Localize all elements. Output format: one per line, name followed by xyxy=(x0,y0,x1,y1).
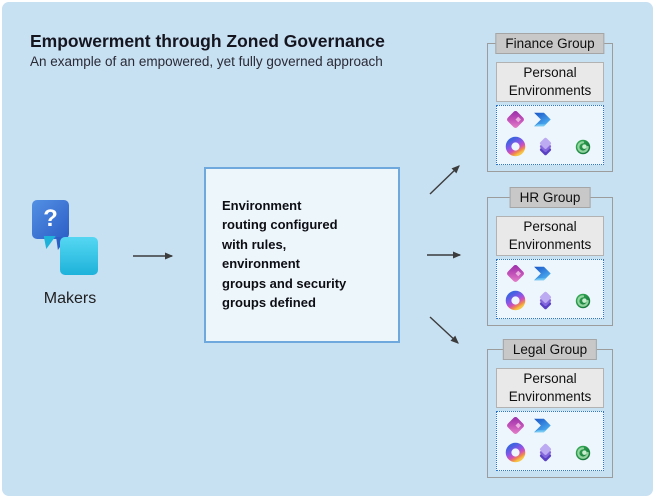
dataverse-icon xyxy=(575,293,591,309)
group-hr: HR Group Personal Environments xyxy=(487,187,613,326)
environment-icons-zone xyxy=(496,259,604,319)
copilot-icon xyxy=(505,290,526,311)
makers-figure: ? Makers xyxy=(32,200,112,310)
power-apps-icon xyxy=(507,265,524,282)
environment-icons-zone xyxy=(496,411,604,471)
environment-routing-text: Environment routing configured with rule… xyxy=(222,198,347,311)
personal-environments-label: Personal Environments xyxy=(508,219,592,252)
dataverse-icon xyxy=(575,139,591,155)
power-pages-icon xyxy=(539,137,552,156)
power-automate-icon xyxy=(534,266,551,281)
personal-environments-box: Personal Environments xyxy=(496,216,604,256)
group-hr-label: HR Group xyxy=(509,187,591,208)
copilot-icon xyxy=(505,442,526,463)
group-legal-label: Legal Group xyxy=(502,339,598,360)
personal-environments-label: Personal Environments xyxy=(508,65,592,98)
arrow-routing-to-finance xyxy=(429,165,460,195)
personal-environments-box: Personal Environments xyxy=(496,62,604,102)
group-finance: Finance Group Personal Environments xyxy=(487,33,613,172)
dataverse-icon xyxy=(575,445,591,461)
power-apps-icon xyxy=(507,111,524,128)
question-chat-bubble-icon: ? xyxy=(32,200,69,239)
personal-environments-box: Personal Environments xyxy=(496,368,604,408)
environment-icons-zone xyxy=(496,105,604,165)
chat-bubble-icon xyxy=(60,237,98,275)
personal-environments-label: Personal Environments xyxy=(508,371,592,404)
power-automate-icon xyxy=(534,112,551,127)
environment-routing-box: Environment routing configured with rule… xyxy=(204,167,400,343)
page-title: Empowerment through Zoned Governance xyxy=(30,31,385,51)
slide-canvas: Empowerment through Zoned Governance An … xyxy=(2,2,653,496)
group-finance-label: Finance Group xyxy=(495,33,605,54)
power-automate-icon xyxy=(534,418,551,433)
question-mark-glyph: ? xyxy=(43,205,58,232)
arrow-routing-to-legal xyxy=(429,316,459,344)
copilot-icon xyxy=(505,136,526,157)
power-pages-icon xyxy=(539,443,552,462)
power-pages-icon xyxy=(539,291,552,310)
makers-label: Makers xyxy=(43,290,97,307)
page-subtitle: An example of an empowered, yet fully go… xyxy=(30,54,383,69)
group-legal: Legal Group Personal Environments xyxy=(487,339,613,478)
power-apps-icon xyxy=(507,417,524,434)
